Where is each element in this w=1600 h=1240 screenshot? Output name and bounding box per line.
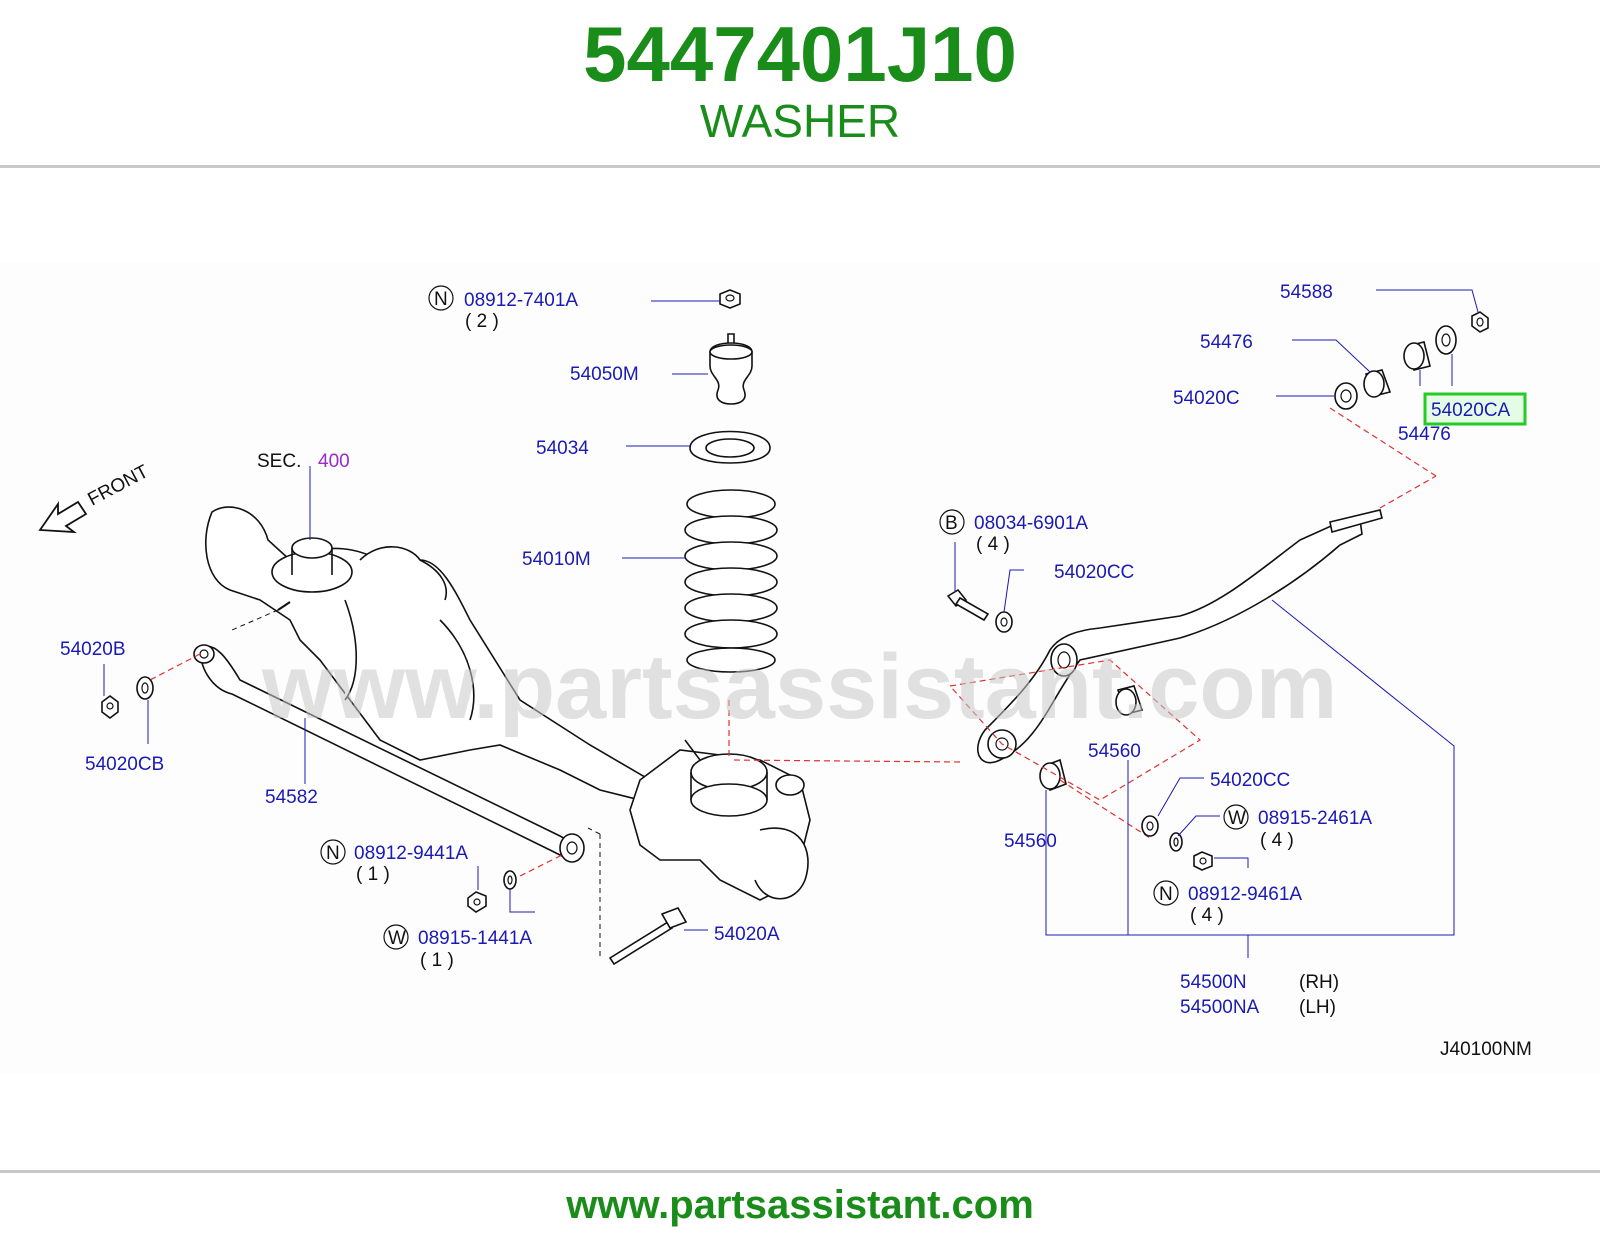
washer-54020cb-drawing bbox=[136, 676, 154, 700]
callout-08034-6901a[interactable]: 08034-6901A bbox=[974, 513, 1088, 534]
bolt-54020a-drawing bbox=[587, 827, 688, 966]
callout-08912-7401a[interactable]: 08912-7401A bbox=[464, 290, 578, 311]
side-lh: (LH) bbox=[1299, 997, 1336, 1018]
callout-54500n[interactable]: 54500N bbox=[1180, 972, 1247, 993]
washer-symbol-w-2461a: W bbox=[1228, 808, 1246, 829]
callout-54020cc-top[interactable]: 54020CC bbox=[1054, 562, 1134, 583]
nut-08912-9441a-drawing bbox=[467, 891, 487, 913]
side-rh: (RH) bbox=[1299, 972, 1339, 993]
sec-label: SEC. bbox=[257, 451, 301, 472]
callout-54020cb[interactable]: 54020CB bbox=[85, 754, 164, 775]
bolt-symbol-b: B bbox=[945, 513, 958, 534]
nut-54020b-drawing bbox=[101, 695, 119, 719]
qty-08912-9441a: ( 1 ) bbox=[356, 864, 390, 885]
washer-08915-2461a-drawing bbox=[1169, 832, 1183, 852]
washer-08915-1441a-drawing bbox=[503, 870, 517, 890]
callout-54560-left[interactable]: 54560 bbox=[1004, 831, 1057, 852]
arm-to-hub-guide bbox=[729, 759, 961, 763]
page-header: 5447401J10 WASHER bbox=[0, 0, 1600, 168]
callout-54560-right[interactable]: 54560 bbox=[1088, 741, 1141, 762]
callout-54476-top[interactable]: 54476 bbox=[1200, 332, 1253, 353]
bushing-54476-b-drawing bbox=[1403, 341, 1431, 371]
washer-54020cc-b-drawing bbox=[1141, 815, 1159, 837]
nut-symbol-n-7401a: N bbox=[434, 289, 448, 310]
washer-54020cc-a-drawing bbox=[995, 611, 1013, 633]
callout-54020ca-highlighted[interactable]: 54020CA bbox=[1431, 400, 1511, 421]
callout-54050m[interactable]: 54050M bbox=[570, 364, 639, 385]
front-arrow-icon bbox=[38, 500, 88, 534]
highlight-box bbox=[1423, 392, 1527, 426]
bolt-symbol-circle bbox=[939, 509, 965, 535]
sec-number-link[interactable]: 400 bbox=[318, 451, 350, 472]
nut-symbol-n-9441a: N bbox=[326, 843, 340, 864]
callout-54500na[interactable]: 54500NA bbox=[1180, 997, 1260, 1018]
bushing-54560-a-drawing bbox=[1115, 685, 1144, 716]
callout-54020a[interactable]: 54020A bbox=[714, 924, 780, 945]
nut-08912-9461a-drawing bbox=[1193, 851, 1213, 871]
bump-stopper-54050m-drawing bbox=[709, 333, 753, 405]
washer-54020ca-drawing bbox=[1435, 325, 1457, 355]
callout-54582[interactable]: 54582 bbox=[265, 787, 318, 808]
track-bar-guide-line bbox=[519, 853, 565, 877]
bushing-54476-a-drawing bbox=[1363, 369, 1392, 398]
bolt-08034-6901a-drawing bbox=[946, 588, 990, 622]
callout-08912-9461a[interactable]: 08912-9461A bbox=[1188, 884, 1302, 905]
callout-08915-1441a[interactable]: 08915-1441A bbox=[418, 928, 532, 949]
washer-symbol-circle bbox=[383, 924, 409, 950]
nut-symbol-n-9461a: N bbox=[1159, 884, 1173, 905]
callout-08915-2461a[interactable]: 08915-2461A bbox=[1258, 808, 1372, 829]
washer-54020c-drawing bbox=[1334, 382, 1358, 410]
part-number-title: 5447401J10 bbox=[583, 10, 1017, 98]
diagram-code: J40100NM bbox=[1440, 1039, 1532, 1060]
callout-54588[interactable]: 54588 bbox=[1280, 282, 1333, 303]
lower-link-arm-drawing bbox=[976, 475, 1437, 764]
nut-54588-drawing bbox=[1471, 311, 1489, 333]
nut-08912-7401a-drawing bbox=[719, 289, 741, 309]
coil-spring-54010m-drawing bbox=[684, 489, 778, 673]
nut-symbol-circle bbox=[428, 285, 454, 311]
axle-hub-drawing bbox=[629, 739, 811, 901]
nut-symbol-circle bbox=[1153, 880, 1179, 906]
spring-seat-54034-drawing bbox=[689, 430, 771, 464]
part-name-subtitle: WASHER bbox=[699, 95, 901, 147]
nut-symbol-circle bbox=[320, 839, 346, 865]
footer-website-link[interactable]: www.partsassistant.com bbox=[566, 1183, 1034, 1227]
callout-54010m[interactable]: 54010M bbox=[522, 549, 591, 570]
qty-08915-2461a: ( 4 ) bbox=[1260, 830, 1294, 851]
callout-54476-bottom[interactable]: 54476 bbox=[1398, 424, 1451, 445]
washer-symbol-circle bbox=[1223, 804, 1249, 830]
watermark-text: www.partsassistant.com bbox=[261, 636, 1337, 738]
bushing-54560-b-drawing bbox=[1039, 758, 1067, 792]
axle-housing-drawing bbox=[205, 506, 652, 801]
qty-08912-9461a: ( 4 ) bbox=[1190, 905, 1224, 926]
callout-54034[interactable]: 54034 bbox=[536, 438, 589, 459]
callout-54020cc-bottom[interactable]: 54020CC bbox=[1210, 770, 1290, 791]
qty-08915-1441a: ( 1 ) bbox=[420, 950, 454, 971]
link-arm-guide-lines bbox=[949, 659, 1202, 801]
callout-54020c[interactable]: 54020C bbox=[1173, 388, 1240, 409]
qty-08034-6901a: ( 4 ) bbox=[976, 534, 1010, 555]
callout-54020b[interactable]: 54020B bbox=[60, 639, 126, 660]
footer-divider bbox=[0, 1170, 1600, 1173]
diagram-background bbox=[0, 262, 1600, 1074]
header-divider bbox=[0, 165, 1600, 168]
callout-08912-9441a[interactable]: 08912-9441A bbox=[354, 843, 468, 864]
track-bar-drawing bbox=[149, 644, 585, 863]
upper-stack-guide-line bbox=[1329, 407, 1437, 477]
qty-08912-7401a: ( 2 ) bbox=[465, 311, 499, 332]
washer-symbol-w-1441a: W bbox=[388, 928, 406, 949]
front-label: FRONT bbox=[84, 461, 152, 510]
lower-stack-guide bbox=[1059, 779, 1151, 839]
leader-lines bbox=[103, 289, 1479, 958]
